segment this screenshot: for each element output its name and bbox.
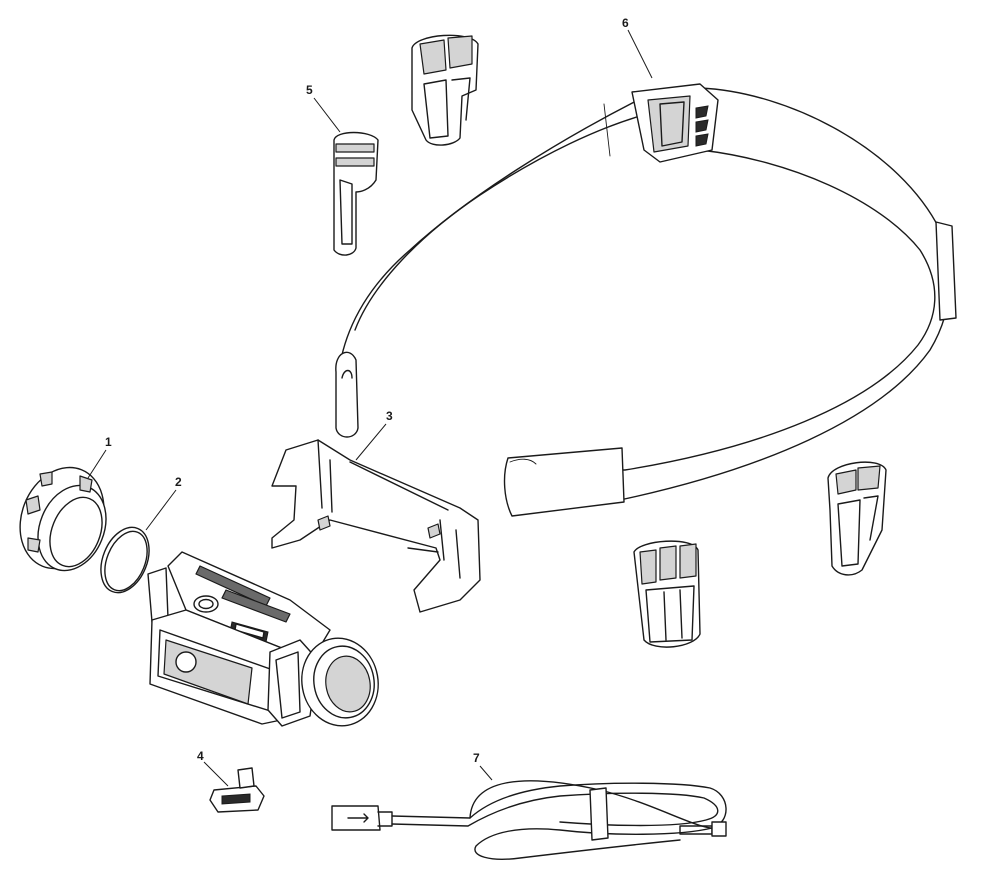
callout-7: 7 xyxy=(473,751,480,765)
leader-5 xyxy=(313,97,341,133)
leader-4 xyxy=(203,761,229,787)
headlamp-body xyxy=(147,551,379,727)
leader-1 xyxy=(87,449,107,479)
callout-4: 4 xyxy=(197,749,204,763)
usb-port-cover xyxy=(209,767,265,813)
callout-1: 1 xyxy=(105,435,112,449)
o-ring xyxy=(100,526,150,594)
leader-2 xyxy=(145,489,177,531)
mounting-clip-top xyxy=(411,34,479,146)
leader-7 xyxy=(479,765,493,781)
callout-6: 6 xyxy=(622,16,629,30)
mounting-clip-small xyxy=(333,131,379,256)
bezel-ring xyxy=(19,466,107,572)
headlamp-bracket xyxy=(271,439,481,613)
mounting-clip-bottom xyxy=(633,540,701,648)
head-strap xyxy=(335,83,957,517)
callout-leaders xyxy=(87,29,653,787)
callout-5: 5 xyxy=(306,83,313,97)
leader-3 xyxy=(355,423,387,461)
mounting-clip-right xyxy=(827,461,887,576)
usb-cable xyxy=(331,780,727,860)
leader-6 xyxy=(627,29,653,79)
callout-2: 2 xyxy=(175,475,182,489)
callout-3: 3 xyxy=(386,409,393,423)
